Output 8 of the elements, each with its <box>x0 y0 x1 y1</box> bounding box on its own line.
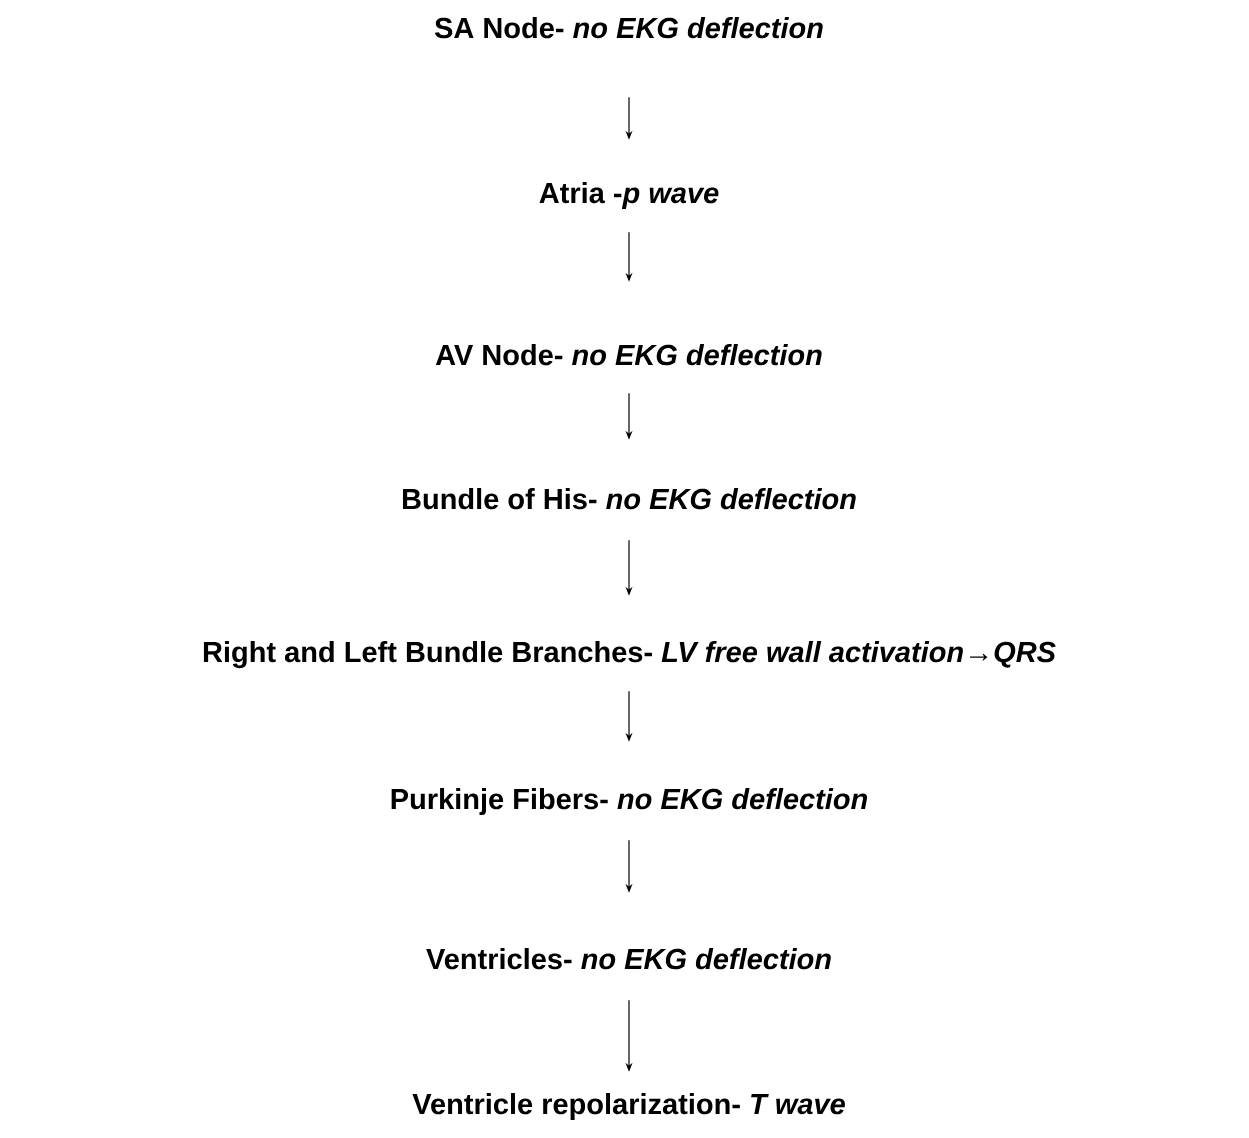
step-label: Atria -p wave <box>539 182 719 210</box>
step-label: Right and Left Bundle Branches- LV free wall activation→QRS <box>203 641 1056 669</box>
step-label: Ventricles- no EKG deflection <box>426 948 831 970</box>
step-label: Bundle of His- no EKG deflection <box>403 488 856 510</box>
step-label: Ventricle repolarization- T wave <box>412 1093 845 1121</box>
step-label: SA Node- no EKG deflection <box>434 17 823 39</box>
step-label: Purkinje Fibers- no EKG deflection <box>391 788 868 816</box>
step-label: AV Node- no EKG deflection <box>435 344 822 366</box>
